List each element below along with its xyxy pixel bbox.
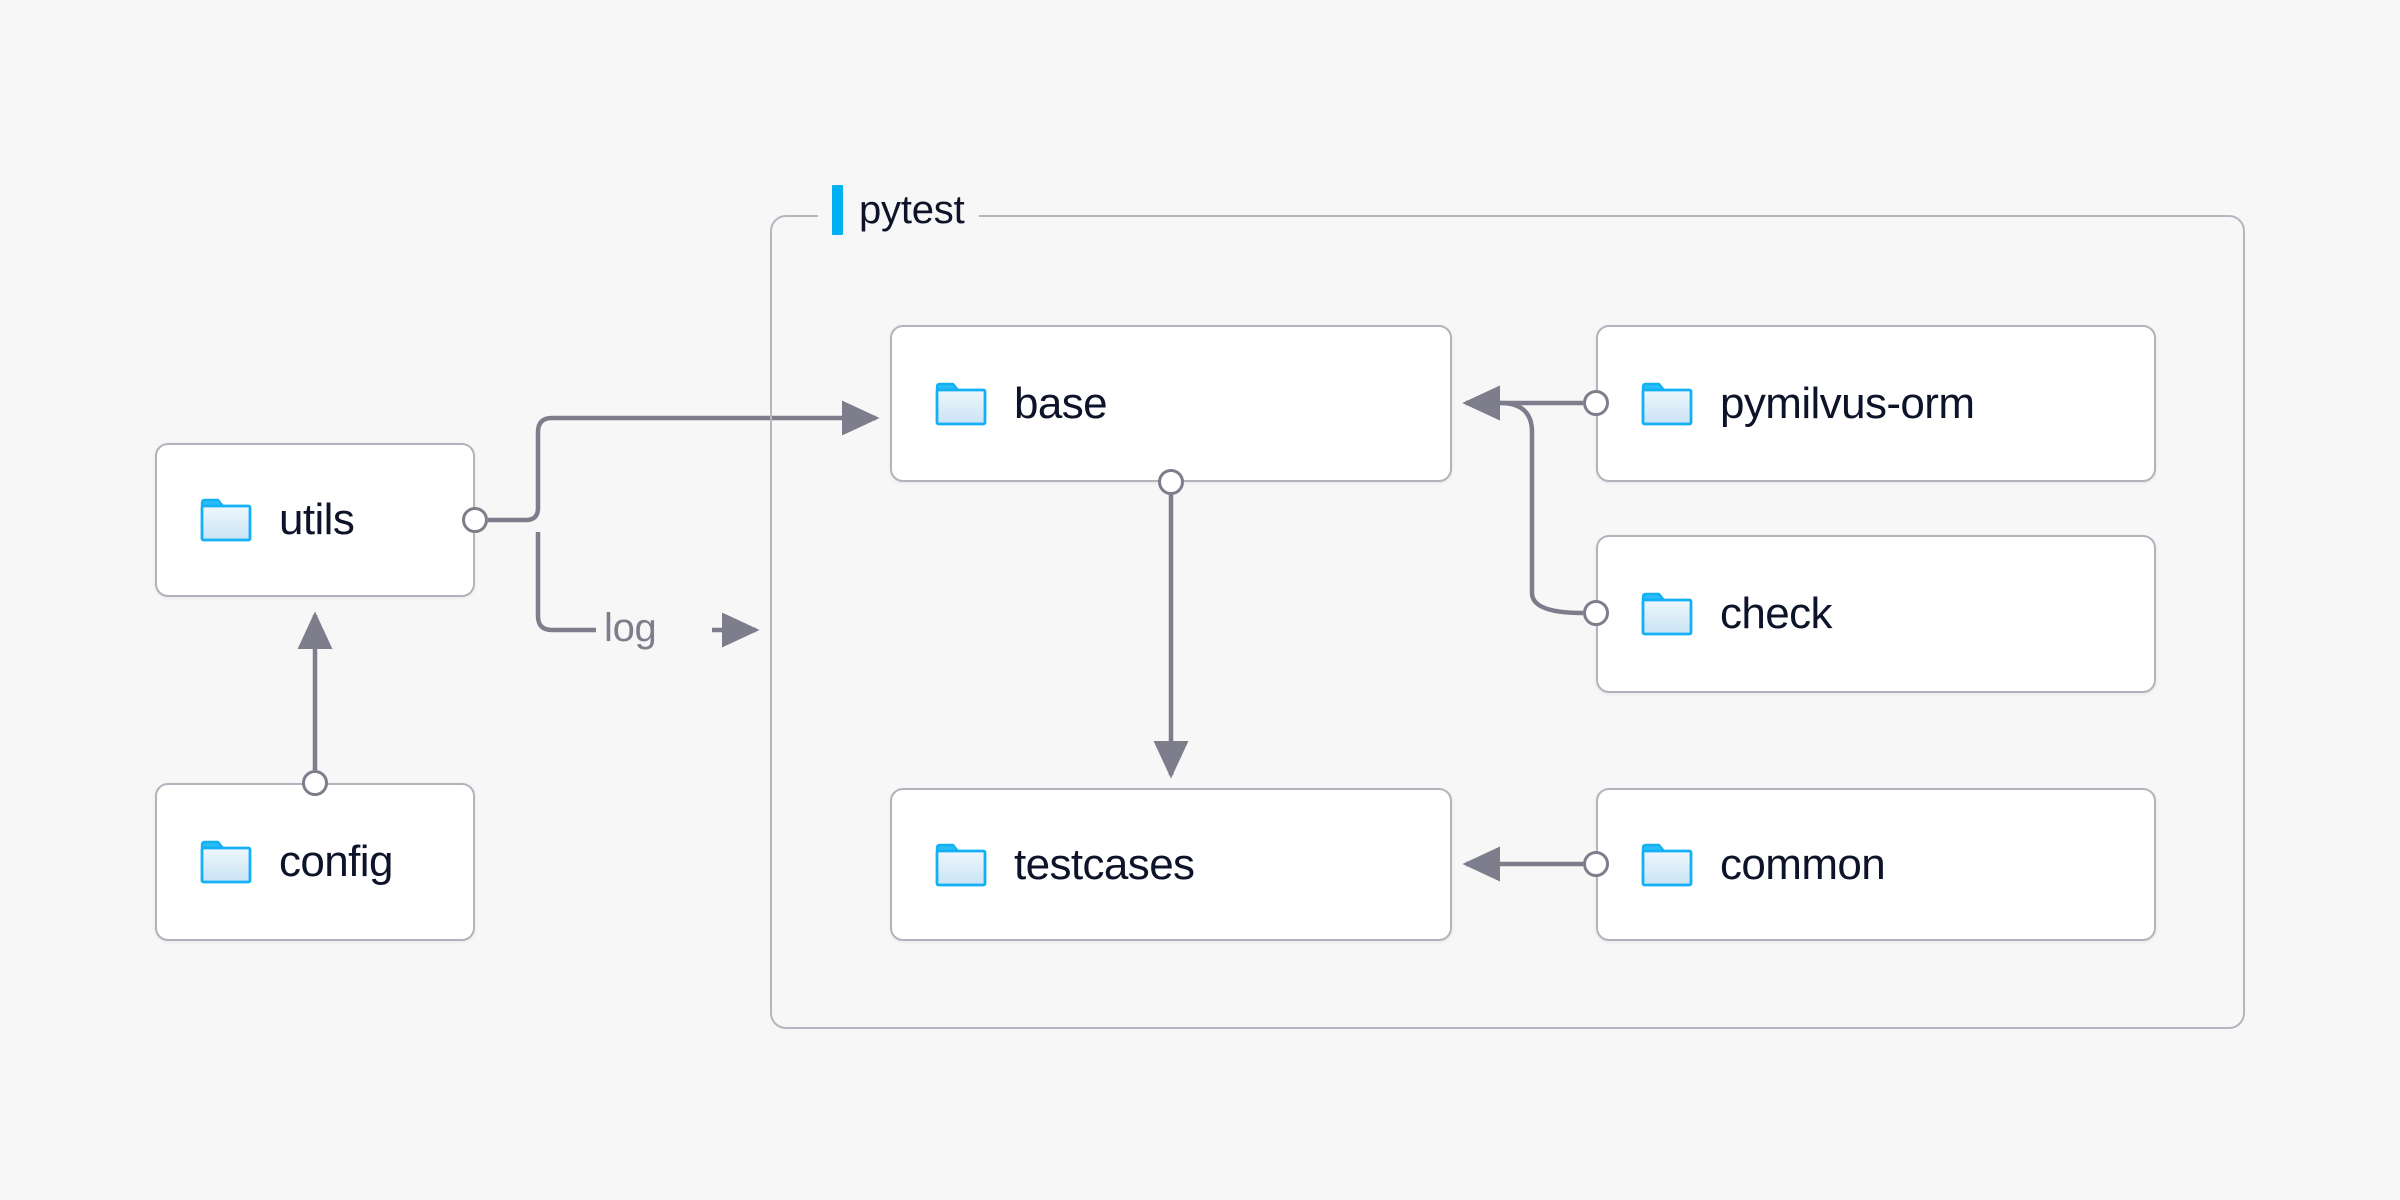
group-pytest-label: pytest <box>818 183 979 237</box>
edge-utils-log <box>535 532 596 633</box>
node-label: check <box>1720 589 1833 638</box>
edge-check-base <box>1462 385 1584 616</box>
folder-icon <box>200 498 252 542</box>
port-base-bottom[interactable] <box>1158 469 1184 495</box>
edge-utils-base <box>488 400 880 523</box>
folder-icon <box>200 840 252 884</box>
folder-icon <box>1641 843 1693 886</box>
node-common[interactable]: common <box>1596 788 2156 941</box>
port-config-top[interactable] <box>302 770 328 796</box>
node-utils[interactable]: utils <box>155 443 475 597</box>
node-label: config <box>279 837 393 886</box>
node-label: base <box>1014 378 1108 428</box>
folder-icon <box>1641 382 1693 425</box>
port-pymilvus-orm-left[interactable] <box>1583 390 1609 416</box>
port-check-left[interactable] <box>1583 600 1609 626</box>
group-pytest[interactable] <box>770 215 2245 1029</box>
node-check[interactable]: check <box>1596 535 2156 693</box>
folder-icon <box>1641 592 1693 636</box>
node-label: common <box>1720 839 1886 889</box>
group-title: pytest <box>859 188 965 232</box>
node-base[interactable]: base <box>890 325 1452 482</box>
port-utils-right[interactable] <box>462 507 488 533</box>
port-common-left[interactable] <box>1583 851 1609 877</box>
node-config[interactable]: config <box>155 783 475 941</box>
folder-icon <box>935 843 987 886</box>
edge-label-log: log <box>604 606 657 650</box>
node-testcases[interactable]: testcases <box>890 788 1452 941</box>
node-label: utils <box>279 495 355 544</box>
folder-icon <box>935 382 987 425</box>
node-label: testcases <box>1014 839 1195 889</box>
accent-bar-icon <box>832 185 843 235</box>
node-pymilvus-orm[interactable]: pymilvus-orm <box>1596 325 2156 482</box>
node-label: pymilvus-orm <box>1720 378 1975 428</box>
